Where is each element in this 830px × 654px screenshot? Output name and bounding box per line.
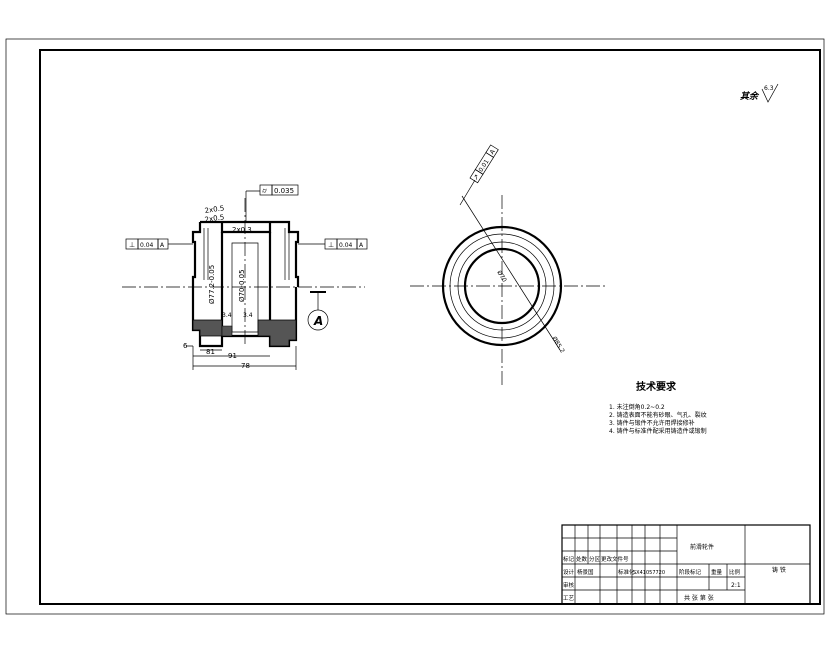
svg-text:重量: 重量 — [711, 568, 723, 576]
svg-text:3.4: 3.4 — [222, 312, 232, 319]
tech-requirements: 技术要求 1. 未注倒角0.2~0.2 2. 铸造表面不能有砂眼、气孔、裂纹 3… — [609, 380, 707, 435]
outer-frame — [5, 38, 825, 615]
svg-text:标记: 标记 — [563, 555, 575, 563]
svg-text:0.04: 0.04 — [140, 242, 154, 249]
tech-item-4: 4. 铸件与标准件配采用铸造件或锻制 — [609, 427, 707, 435]
section-hatch — [192, 319, 297, 347]
svg-text:分区: 分区 — [589, 555, 601, 563]
svg-text:工艺: 工艺 — [563, 595, 575, 602]
svg-text:A: A — [313, 314, 323, 328]
svg-text:设计: 设计 — [563, 568, 575, 576]
svg-text:⊥: ⊥ — [129, 241, 135, 249]
svg-text:杨景国: 杨景国 — [577, 568, 594, 576]
svg-text:⊥: ⊥ — [328, 241, 334, 249]
part-outline — [191, 220, 300, 287]
svg-text:阶段标记: 阶段标记 — [679, 568, 702, 576]
datum-marker: A — [307, 291, 329, 331]
right-end-view: ↗ 0.01 A Ø70 Ø85.2 — [410, 144, 605, 385]
svg-text:其余: 其余 — [740, 91, 760, 102]
tech-item-2: 2. 铸造表面不能有砂眼、气孔、裂纹 — [609, 411, 707, 419]
svg-text:SX41057720: SX41057720 — [633, 570, 665, 576]
svg-text:标准化: 标准化 — [618, 568, 635, 576]
outer-circle — [441, 225, 563, 347]
svg-text:A: A — [489, 148, 498, 156]
svg-text:Ø77.2-0.05: Ø77.2-0.05 — [208, 265, 216, 304]
svg-text:更改文件号: 更改文件号 — [601, 555, 629, 563]
svg-text:0.04: 0.04 — [339, 242, 353, 249]
svg-text:2x0.3: 2x0.3 — [232, 226, 252, 234]
svg-text:Ø70-0.05: Ø70-0.05 — [238, 269, 246, 302]
svg-text:⌭: ⌭ — [262, 187, 267, 195]
svg-text:比例: 比例 — [729, 568, 741, 576]
svg-text:A: A — [160, 242, 165, 249]
part-name: 前滑轮件 — [690, 543, 714, 551]
tech-requirements-title: 技术要求 — [636, 380, 677, 393]
svg-text:Ø85.2: Ø85.2 — [550, 335, 566, 354]
tech-item-3: 3. 铸件与锻件不允许用焊接修补 — [609, 419, 695, 427]
svg-text:↗: ↗ — [471, 173, 481, 182]
title-block: 前滑轮件 标记 处数 分区 更改文件号 设计 杨景国 标准化 SX4105772… — [561, 524, 811, 605]
gdt-frame-top: ⌭ 0.035 — [245, 184, 299, 222]
gdt-frame-right: ⊥ 0.04 A — [298, 238, 368, 250]
svg-text:2:1: 2:1 — [731, 582, 741, 589]
svg-text:共 张 第 张: 共 张 第 张 — [684, 594, 714, 602]
tech-item-1: 1. 未注倒角0.2~0.2 — [609, 403, 665, 411]
svg-text:6: 6 — [183, 342, 188, 350]
gdt-frame-right-view: ↗ 0.01 A — [469, 144, 499, 184]
inner-frame — [39, 49, 821, 605]
inner-circle — [463, 247, 541, 325]
svg-text:A: A — [359, 242, 364, 249]
svg-text:3.4: 3.4 — [243, 312, 253, 319]
svg-text:0.035: 0.035 — [274, 187, 294, 195]
surface-finish-note: 其余 6.3 — [740, 83, 779, 103]
svg-text:处数: 处数 — [576, 555, 588, 563]
svg-text:2x0.5: 2x0.5 — [204, 213, 225, 224]
material: 铸 铁 — [772, 566, 786, 574]
svg-text:审核: 审核 — [563, 581, 575, 589]
svg-text:6.3: 6.3 — [764, 85, 774, 92]
svg-text:0.01: 0.01 — [478, 158, 491, 173]
svg-text:81: 81 — [206, 348, 215, 356]
svg-text:Ø70: Ø70 — [495, 269, 508, 283]
left-section-view: 2x0.5 2x0.5 2x0.3 Ø77.2-0.05 Ø70-0.05 3.… — [122, 184, 368, 370]
gdt-frame-left: ⊥ 0.04 A — [125, 238, 193, 250]
svg-text:2x0.5: 2x0.5 — [204, 204, 225, 215]
